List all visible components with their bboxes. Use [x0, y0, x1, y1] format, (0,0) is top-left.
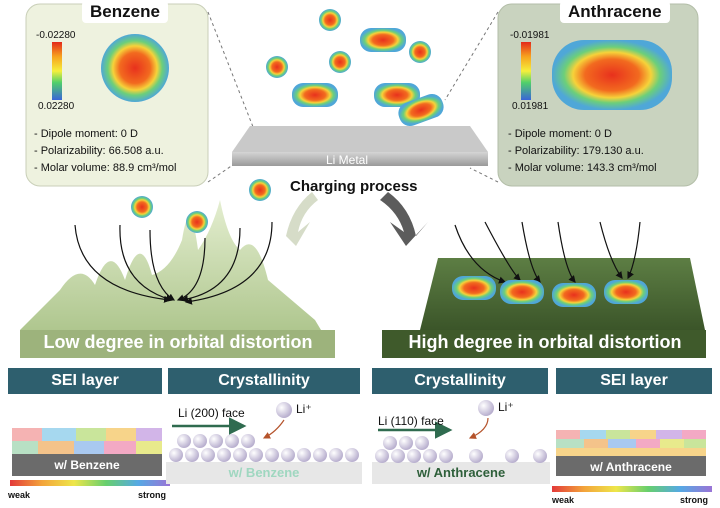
sei-left-header: SEI layer — [8, 368, 162, 394]
left-terrain-surface — [20, 200, 330, 345]
face-left-label: Li (200) face — [178, 406, 245, 420]
li-ion-left-label: Li⁺ — [296, 402, 312, 416]
sei-right-w-label: w/ Anthracene — [590, 460, 672, 474]
charging-arrow-right — [380, 192, 428, 246]
anthracene-esp-map — [552, 40, 672, 110]
benzene-molecule — [131, 196, 153, 218]
benzene-cbar-top: -0.02280 — [36, 30, 76, 41]
deposit-arrow-right — [468, 417, 489, 439]
anthracene-molar-volume: - Molar volume: 143.3 cm³/mol — [508, 162, 657, 174]
right-terrain-front — [382, 330, 706, 358]
cryst-left-w-label: w/ Benzene — [228, 465, 300, 480]
charging-arrow-left — [274, 192, 318, 246]
flux-arrow — [557, 221, 576, 283]
sei-left-w-label: w/ Benzene — [54, 458, 120, 472]
scale-strong-left: strong — [138, 490, 166, 500]
benzene-dipole: - Dipole moment: 0 D — [34, 128, 138, 140]
leader-line — [469, 167, 499, 183]
anthracene-molecule — [398, 93, 444, 127]
scale-weak-right: weak — [552, 495, 575, 505]
flux-arrow — [484, 221, 521, 281]
sei-right-stack — [556, 430, 706, 476]
right-band-label: High degree in orbital distortion — [408, 332, 682, 352]
li-ion-left — [276, 402, 292, 418]
anthracene-cbar-top: -0.01981 — [510, 30, 550, 41]
anthracene-molecule — [552, 283, 596, 307]
benzene-molecule — [409, 41, 431, 63]
left-band-label: Low degree in orbital distortion — [43, 332, 313, 352]
li-metal-slab-top — [232, 126, 488, 152]
li-metal-slab-front — [232, 152, 488, 166]
flux-arrow — [454, 224, 507, 284]
benzene-title: Benzene — [82, 1, 168, 23]
anthracene-title: Anthracene — [560, 1, 670, 23]
sei-left-stack — [12, 428, 162, 476]
anthracene-molecule — [374, 83, 420, 107]
anthracene-colorbar — [521, 42, 531, 100]
sei-left-scale — [10, 480, 170, 486]
benzene-molar-volume: - Molar volume: 88.9 cm³/mol — [34, 162, 177, 174]
left-terrain-front — [20, 330, 335, 358]
cryst-left-header: Crystallinity — [168, 368, 360, 394]
cryst-right-substrate — [372, 462, 550, 484]
flux-arrow — [119, 224, 174, 302]
benzene-molecule — [186, 211, 208, 233]
cryst-right-balls — [375, 436, 547, 463]
anthracene-molecule — [500, 280, 544, 304]
charging-process-label: Charging process — [290, 178, 418, 195]
benzene-molecule — [266, 56, 288, 78]
li-ion-right-label: Li⁺ — [498, 400, 514, 414]
flux-arrow — [180, 227, 241, 303]
benzene-esp-map — [101, 34, 169, 102]
sei-right-scale — [552, 486, 712, 492]
flux-arrow — [599, 221, 623, 279]
sei-right-header: SEI layer — [556, 368, 712, 394]
leader-line — [444, 11, 499, 101]
li-ion-right — [478, 400, 494, 416]
flux-arrow — [74, 224, 172, 303]
anthracene-molecule — [360, 28, 406, 52]
benzene-polarizability: - Polarizability: 66.508 a.u. — [34, 145, 164, 157]
cryst-right-w-label: w/ Anthracene — [416, 465, 506, 480]
benzene-molecule — [249, 179, 271, 201]
flux-arrow — [521, 221, 541, 283]
scale-strong-right: strong — [680, 495, 708, 505]
face-right-label: Li (110) face — [378, 414, 444, 428]
cryst-left-substrate — [166, 462, 362, 484]
anthracene-dipole: - Dipole moment: 0 D — [508, 128, 612, 140]
leader-line — [207, 11, 256, 133]
anthracene-molecule — [292, 83, 338, 107]
flux-arrow — [627, 221, 641, 280]
anthracene-molecule — [604, 280, 648, 304]
li-metal-label: Li Metal — [326, 153, 369, 167]
benzene-molecule — [329, 51, 351, 73]
anthracene-cbar-bottom: 0.01981 — [512, 101, 549, 112]
anthracene-polarizability: - Polarizability: 179.130 a.u. — [508, 145, 644, 157]
benzene-colorbar — [52, 42, 62, 100]
scale-weak-left: weak — [8, 490, 31, 500]
anthracene-molecule — [452, 276, 496, 300]
cryst-right-header: Crystallinity — [372, 368, 548, 394]
benzene-molecule — [319, 9, 341, 31]
benzene-cbar-bottom: 0.02280 — [38, 101, 75, 112]
flux-arrow — [184, 221, 273, 305]
deposit-arrow-left — [262, 419, 285, 439]
cryst-left-balls — [169, 434, 359, 462]
flux-arrow — [149, 229, 176, 301]
